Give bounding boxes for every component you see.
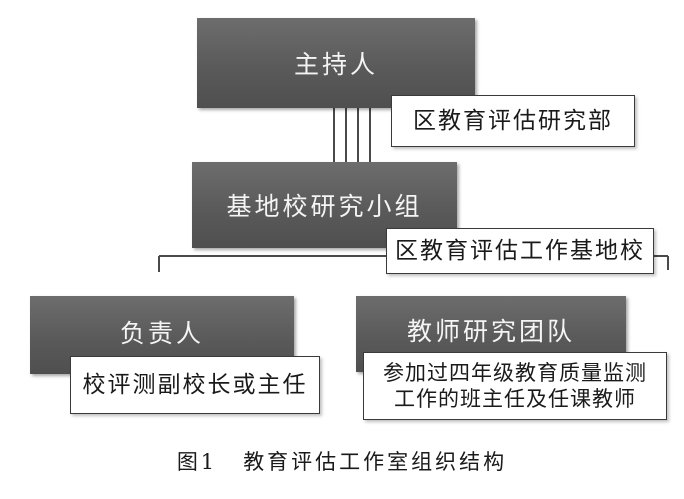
- group-label: 基地校研究小组: [226, 192, 423, 221]
- host-org-label: 区教育评估研究部: [413, 107, 613, 134]
- figure-number: 图1: [176, 450, 218, 474]
- team-org-line-2: 工作的班主任及任课教师: [394, 387, 636, 411]
- team-org-line-1: 参加过四年级教育质量监测: [383, 360, 647, 385]
- leader-org-label: 校评测副校长或主任: [82, 371, 308, 398]
- leader-org-box: 校评测副校长或主任: [70, 356, 320, 414]
- group-org-box: 区教育评估工作基地校: [386, 228, 654, 274]
- figure-caption: 图1 教育评估工作室组织结构: [0, 446, 684, 476]
- team-org-box: 参加过四年级教育质量监测 工作的班主任及任课教师: [363, 352, 667, 420]
- host-org-box: 区教育评估研究部: [391, 95, 635, 147]
- leader-label: 负责人: [119, 319, 204, 348]
- figure-title: 教育评估工作室组织结构: [243, 450, 508, 474]
- host-label: 主持人: [293, 50, 378, 79]
- team-label: 教师研究团队: [406, 317, 575, 346]
- host-box: 主持人: [197, 18, 475, 108]
- group-org-label: 区教育评估工作基地校: [395, 237, 645, 264]
